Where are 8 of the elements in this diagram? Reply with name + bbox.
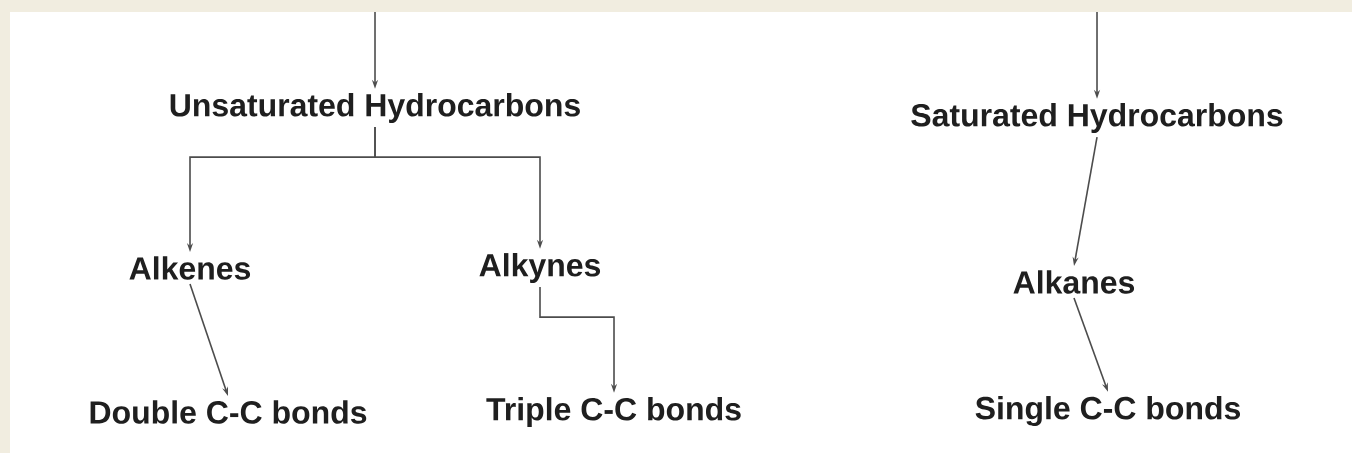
node-label: Unsaturated Hydrocarbons [170, 93, 580, 123]
node-label: Saturated Hydrocarbons [911, 103, 1283, 133]
node-label: Double C-C bonds [90, 400, 367, 424]
node-label: Alkynes [479, 253, 601, 283]
node-label: Alkenes [129, 256, 251, 280]
node-label: Alkanes [1013, 270, 1135, 294]
node-label: Single C-C bonds [975, 396, 1241, 426]
node-label: Triple C-C bonds [486, 397, 741, 427]
